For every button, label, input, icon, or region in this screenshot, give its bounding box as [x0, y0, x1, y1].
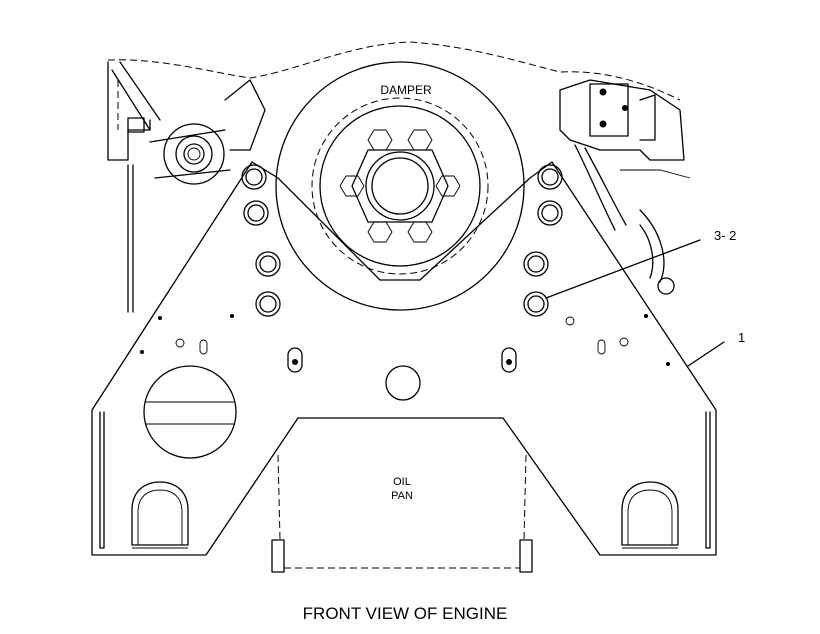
- right-engine-mount: [621, 481, 679, 549]
- engine-upper-outline: [107, 41, 681, 101]
- damper-pulley: [275, 61, 525, 311]
- center-access-hole: [385, 365, 421, 401]
- callout-leader-bolts: [545, 239, 701, 299]
- left-round-cover: [143, 365, 237, 459]
- damper-hex-bolts: [339, 129, 461, 243]
- oil-pan: [271, 454, 533, 573]
- front-plate-inner-right: [705, 411, 711, 549]
- callout-label-plate: 1: [738, 330, 745, 345]
- left-idler-pulley: [127, 79, 266, 185]
- damper-label: DAMPER: [380, 83, 432, 97]
- dowel-slots: [287, 347, 517, 373]
- diagram-caption: FRONT VIEW OF ENGINE: [303, 604, 508, 623]
- front-plate-outline: [91, 161, 717, 556]
- right-accessory-hardware: [559, 79, 691, 295]
- callout-leader-plate: [687, 341, 725, 367]
- front-plate-inner-left: [99, 411, 105, 549]
- oil-pan-label-line2: PAN: [391, 490, 413, 502]
- oil-pan-label-line1: OIL: [393, 476, 411, 488]
- front-plate-bolts: [241, 164, 563, 317]
- callout-label-bolts: 3- 2: [714, 228, 736, 243]
- engine-left-bracket: [107, 61, 161, 161]
- left-engine-mount: [131, 481, 189, 549]
- front-plate-small-holes: [139, 313, 671, 367]
